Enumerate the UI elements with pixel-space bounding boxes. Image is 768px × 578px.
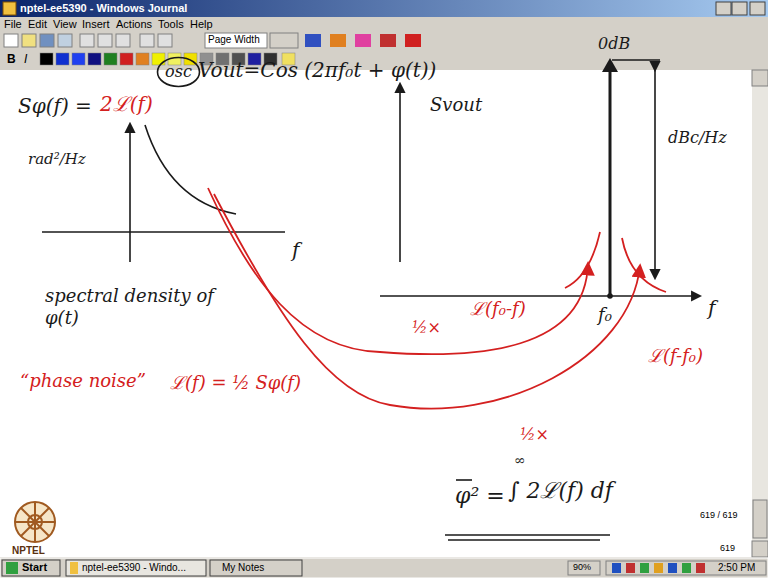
nptel-logo xyxy=(15,502,55,542)
axis-label: Sφ(f) = xyxy=(18,94,92,118)
menu-item: Actions xyxy=(116,18,152,31)
scale-factor: ½× xyxy=(520,425,549,444)
menu-item: View xyxy=(53,18,77,31)
italic-button: I xyxy=(24,52,27,66)
axis-label: f xyxy=(292,238,299,262)
zoom-dropdown: Page Width xyxy=(208,34,260,46)
integral-limit: ∞ xyxy=(514,452,526,469)
taskbar-item: My Notes xyxy=(222,562,264,574)
clock: 2:50 PM xyxy=(718,562,755,574)
journal-page xyxy=(0,70,752,557)
start-button: Start xyxy=(22,561,47,574)
title-bar xyxy=(0,0,768,17)
sideband-label: ℒ(f₀-f) xyxy=(470,298,526,320)
phase-spectrum-plot xyxy=(42,124,285,262)
taskbar xyxy=(0,558,768,578)
window-buttons xyxy=(716,2,765,15)
node-text: osc xyxy=(156,62,201,81)
menu-item: File xyxy=(4,18,22,31)
window-title: nptel-ee5390 - Windows Journal xyxy=(20,2,187,15)
noise-unit: dBc/Hz xyxy=(668,128,727,147)
app-icon xyxy=(3,2,16,15)
scale-factor: ½× xyxy=(412,318,441,337)
sideband-label: ℒ(f-f₀) xyxy=(648,345,703,367)
signal-equation: Vout=Cos (2πf₀t + φ(t)) xyxy=(198,58,436,82)
equation-term: 2ℒ(f) xyxy=(100,92,153,116)
handwritten-note: “phase noise” xyxy=(20,370,146,392)
page-number: 619 xyxy=(720,543,735,554)
status-indicator: 90% xyxy=(573,562,591,573)
noise-skirts xyxy=(565,232,666,292)
output-spectrum-plot xyxy=(380,58,700,298)
taskbar-item: nptel-ee5390 - Windo... xyxy=(82,562,186,574)
axis-label: Svout xyxy=(430,94,482,116)
axis-unit: rad²/Hz xyxy=(28,150,86,168)
menu-item: Insert xyxy=(82,18,110,31)
toolbar-icons xyxy=(4,33,421,48)
oscillator-circle: osc xyxy=(156,56,201,88)
axis-label: f xyxy=(708,296,715,320)
menu-item: Tools xyxy=(158,18,184,31)
menu-item: Help xyxy=(190,18,213,31)
bold-button: B xyxy=(7,52,16,66)
carrier-level: 0dB xyxy=(598,34,630,53)
logo-text: NPTEL xyxy=(12,545,45,557)
page-counter: 619 / 619 xyxy=(700,510,738,521)
frequency-mark: f₀ xyxy=(598,304,612,326)
equation: ℒ(f) = ½ Sφ(f) xyxy=(170,372,301,394)
integral-expression: ∫ 2ℒ(f) df xyxy=(508,478,613,504)
menu-item: Edit xyxy=(28,18,47,31)
scrollbar xyxy=(752,70,768,557)
handwritten-note: spectral density of φ(t) xyxy=(45,285,230,328)
equation-term: φ² = xyxy=(455,483,505,509)
